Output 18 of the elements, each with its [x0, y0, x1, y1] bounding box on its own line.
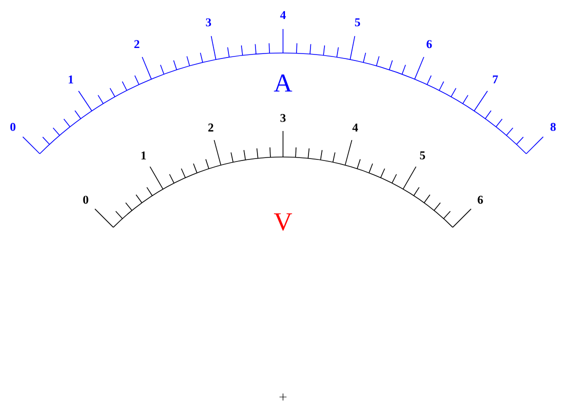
scale-number: 7 [492, 75, 498, 84]
unit-symbol: V [274, 213, 292, 231]
scale-number: 4 [280, 11, 286, 19]
scale-number: 3 [280, 114, 286, 122]
scale-number: 2 [134, 40, 140, 48]
scale-number: 6 [478, 196, 483, 204]
unit-symbol: A [274, 74, 292, 92]
scale-number: 5 [355, 18, 360, 26]
scale-number: 6 [426, 40, 432, 48]
scale-number: 5 [420, 151, 426, 160]
scale-number: 4 [352, 124, 358, 132]
scale-number: 3 [206, 18, 212, 26]
scale-number: 2 [208, 124, 214, 132]
scale-number: 0 [10, 122, 16, 131]
scale-number: 1 [68, 75, 74, 84]
scale-number: 1 [141, 151, 146, 160]
scale-number: 0 [83, 196, 88, 204]
scale-number: 8 [550, 122, 556, 131]
